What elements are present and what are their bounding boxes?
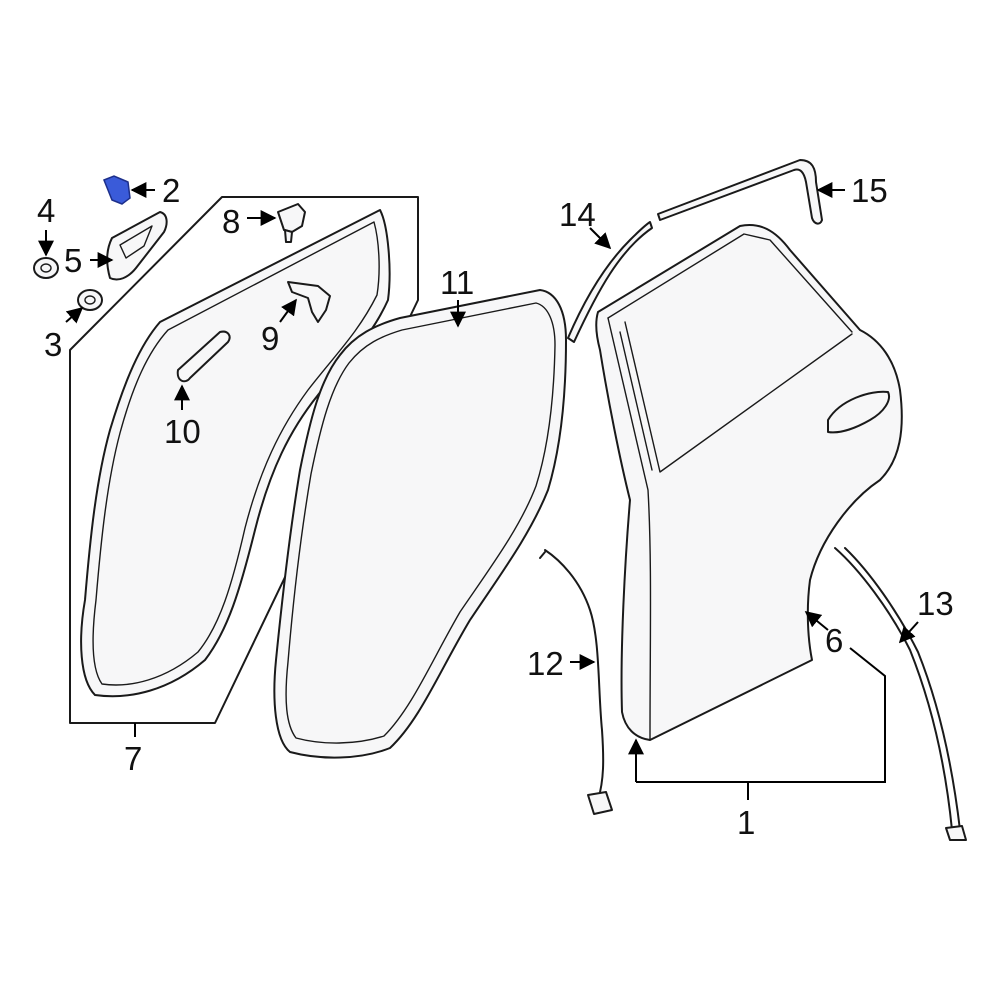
callout-4: 4 — [37, 192, 55, 229]
callout-5: 5 — [64, 242, 82, 279]
rear-door-shell[interactable] — [595, 224, 903, 741]
trim-piece-10[interactable] — [176, 330, 231, 383]
callout-1: 1 — [737, 804, 755, 841]
seal-kit-box — [69, 196, 419, 724]
bracket-9[interactable] — [287, 281, 331, 323]
callout-2: 2 — [162, 172, 180, 209]
washer-3[interactable] — [77, 289, 103, 311]
callout-9: 9 — [261, 320, 279, 357]
callout-15: 15 — [851, 172, 888, 209]
trim-strip-14[interactable] — [567, 221, 653, 343]
leader-lines — [38, 182, 919, 800]
strip-12[interactable] — [539, 549, 613, 815]
callout-14: 14 — [559, 196, 596, 233]
callout-labels: 1 2 3 4 5 6 7 8 9 10 11 12 13 14 15 — [37, 172, 954, 841]
callout-10: 10 — [164, 413, 201, 450]
callout-13: 13 — [917, 585, 954, 622]
strip-13[interactable] — [834, 547, 967, 841]
door-weatherstrip-11[interactable] — [273, 289, 567, 759]
callout-7: 7 — [124, 740, 142, 777]
callout-6: 6 — [825, 622, 843, 659]
washer-4[interactable] — [33, 257, 59, 279]
clip-8[interactable] — [277, 203, 306, 243]
callout-11: 11 — [440, 264, 474, 301]
window-channel-15[interactable] — [657, 159, 823, 225]
callout-12: 12 — [527, 645, 564, 682]
callout-8: 8 — [222, 203, 240, 240]
bolt-2[interactable] — [103, 175, 131, 205]
striker-5[interactable] — [106, 211, 168, 281]
callout-3: 3 — [44, 326, 62, 363]
